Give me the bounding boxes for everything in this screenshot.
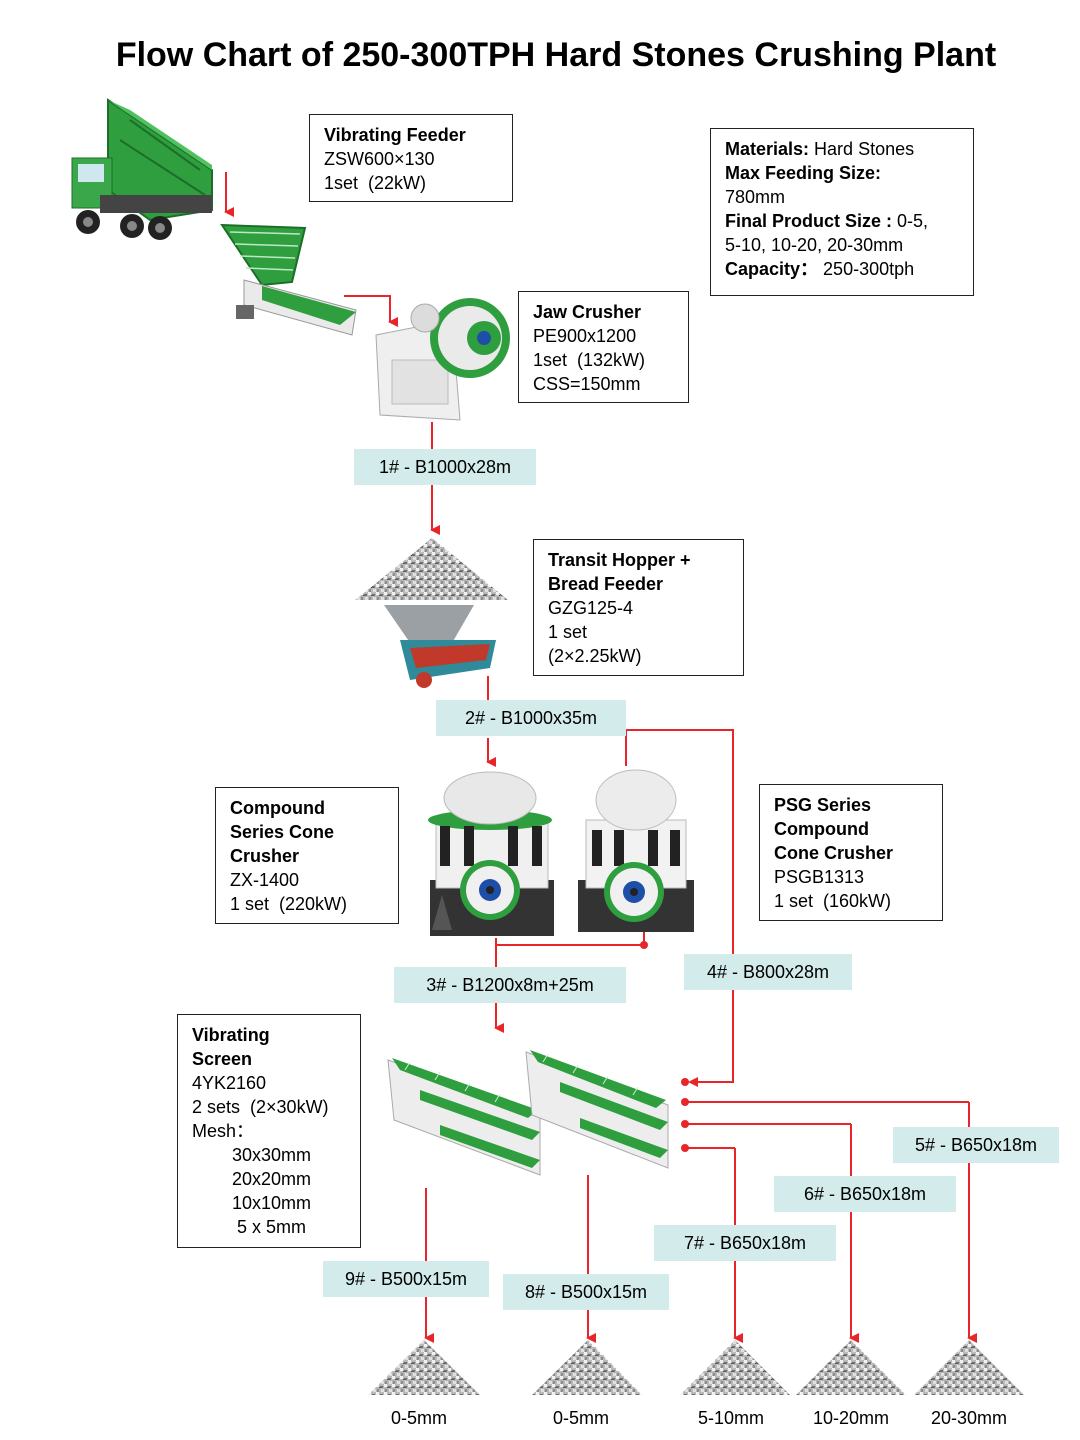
dump-truck-image [71,98,213,240]
product-label-3: 5-10mm [697,1408,764,1428]
psg-cone-crusher-box: PSG Series Compound Cone Crusher PSGB131… [759,784,943,921]
compound-cone-model: ZX-1400 [230,870,300,890]
vibrating-screen-mesh-3: 10x10mm [192,1193,312,1213]
product-pile-0-5mm-b [532,1340,642,1395]
vibrating-screen-box: Vibrating Screen 4YK2160 2 sets (2×30kW)… [177,1014,361,1248]
jaw-crusher-box: Jaw Crusher PE900x1200 1set (132kW) CSS=… [518,291,689,403]
vibrating-screen-image-left [387,1058,541,1176]
belt-label-4: 4# - B800x28m [684,954,852,990]
psg-cone-title-2: Compound [774,819,869,839]
jaw-crusher-model: PE900x1200 [533,326,637,346]
vibrating-feeder-model: ZSW600×130 [324,149,435,169]
product-pile-5-10mm [680,1340,790,1395]
belt-label-5: 5# - B650x18m [893,1127,1059,1163]
materials-label: Materials: [725,139,810,159]
belt-label-2: 2# - B1000x35m [436,700,626,736]
jaw-crusher-css: CSS=150mm [533,374,641,394]
transit-hopper-title-1: Transit Hopper + [548,550,691,570]
materials-value: Hard Stones [809,139,915,159]
product-label-4: 10-20mm [812,1408,890,1428]
vibrating-screen-image-right [525,1050,669,1169]
jaw-crusher-qty: 1set (132kW) [533,350,646,370]
vibrating-feeder-qty: 1set (22kW) [324,173,427,193]
vibrating-feeder-image [220,223,357,336]
belt-label-7: 7# - B650x18m [654,1225,836,1261]
psg-cone-qty: 1 set (160kW) [774,891,892,911]
vibrating-screen-mesh-4: 5 x 5mm [192,1217,307,1237]
transit-hopper-image [355,538,508,688]
flow-lines [224,172,977,1343]
max-feed-label: Max Feeding Size: [725,163,882,183]
psg-cone-model: PSGB1313 [774,867,865,887]
flow-junction-dots [640,941,689,1152]
product-label-1: 0-5mm [390,1408,447,1428]
belt-label-3: 3# - B1200x8m+25m [394,967,626,1003]
vibrating-screen-mesh-label: Mesh： [192,1121,255,1141]
max-feed-value: 780mm [725,187,786,207]
psg-cone-title-3: Cone Crusher [774,843,894,863]
final-size-value-2: 5-10, 10-20, 20-30mm [725,235,904,255]
belt-label-8: 8# - B500x15m [503,1274,669,1310]
jaw-crusher-title: Jaw Crusher [533,302,642,322]
belt-label-9: 9# - B500x15m [323,1261,489,1297]
compound-cone-title-1: Compound [230,798,325,818]
capacity-value: 250-300tph [818,259,915,279]
product-pile-10-20mm [796,1340,906,1395]
capacity-label: Capacity： [725,259,819,279]
vibrating-screen-title-2: Screen [192,1049,253,1069]
vibrating-feeder-title: Vibrating Feeder [324,125,466,145]
compound-cone-crusher-image [428,771,554,936]
compound-cone-title-3: Crusher [230,846,300,866]
page-title: Flow Chart of 250-300TPH Hard Stones Cru… [115,36,997,74]
vibrating-screen-qty: 2 sets (2×30kW) [192,1097,329,1117]
product-pile-20-30mm [914,1340,1024,1395]
belt-label-1: 1# - B1000x28m [354,449,536,485]
vibrating-screen-model: 4YK2160 [192,1073,267,1093]
jaw-crusher-image [375,298,510,421]
transit-hopper-model: GZG125-4 [548,598,634,618]
belt-label-6: 6# - B650x18m [774,1176,956,1212]
transit-hopper-title-2: Bread Feeder [548,574,664,594]
product-label-2: 0-5mm [552,1408,609,1428]
transit-hopper-box: Transit Hopper + Bread Feeder GZG125-4 1… [533,539,744,676]
plant-info-box: Materials: Hard Stones Max Feeding Size:… [710,128,974,296]
vibrating-feeder-box: Vibrating Feeder ZSW600×130 1set (22kW) [309,114,513,202]
compound-cone-title-2: Series Cone [230,822,335,842]
vibrating-screen-title-1: Vibrating [192,1025,270,1045]
compound-cone-qty: 1 set (220kW) [230,894,348,914]
compound-cone-crusher-box: Compound Series Cone Crusher ZX-1400 1 s… [215,787,399,924]
psg-cone-crusher-image [578,769,694,932]
product-pile-0-5mm-a [368,1340,480,1395]
vibrating-screen-mesh-2: 20x20mm [192,1169,312,1189]
transit-hopper-qty: 1 set [548,622,588,642]
vibrating-screen-mesh-1: 30x30mm [192,1145,312,1165]
final-size-label: Final Product Size : [725,211,893,231]
final-size-value-1: 0-5, [892,211,929,231]
product-label-5: 20-30mm [930,1408,1008,1428]
transit-hopper-power: (2×2.25kW) [548,646,642,666]
psg-cone-title-1: PSG Series [774,795,872,815]
